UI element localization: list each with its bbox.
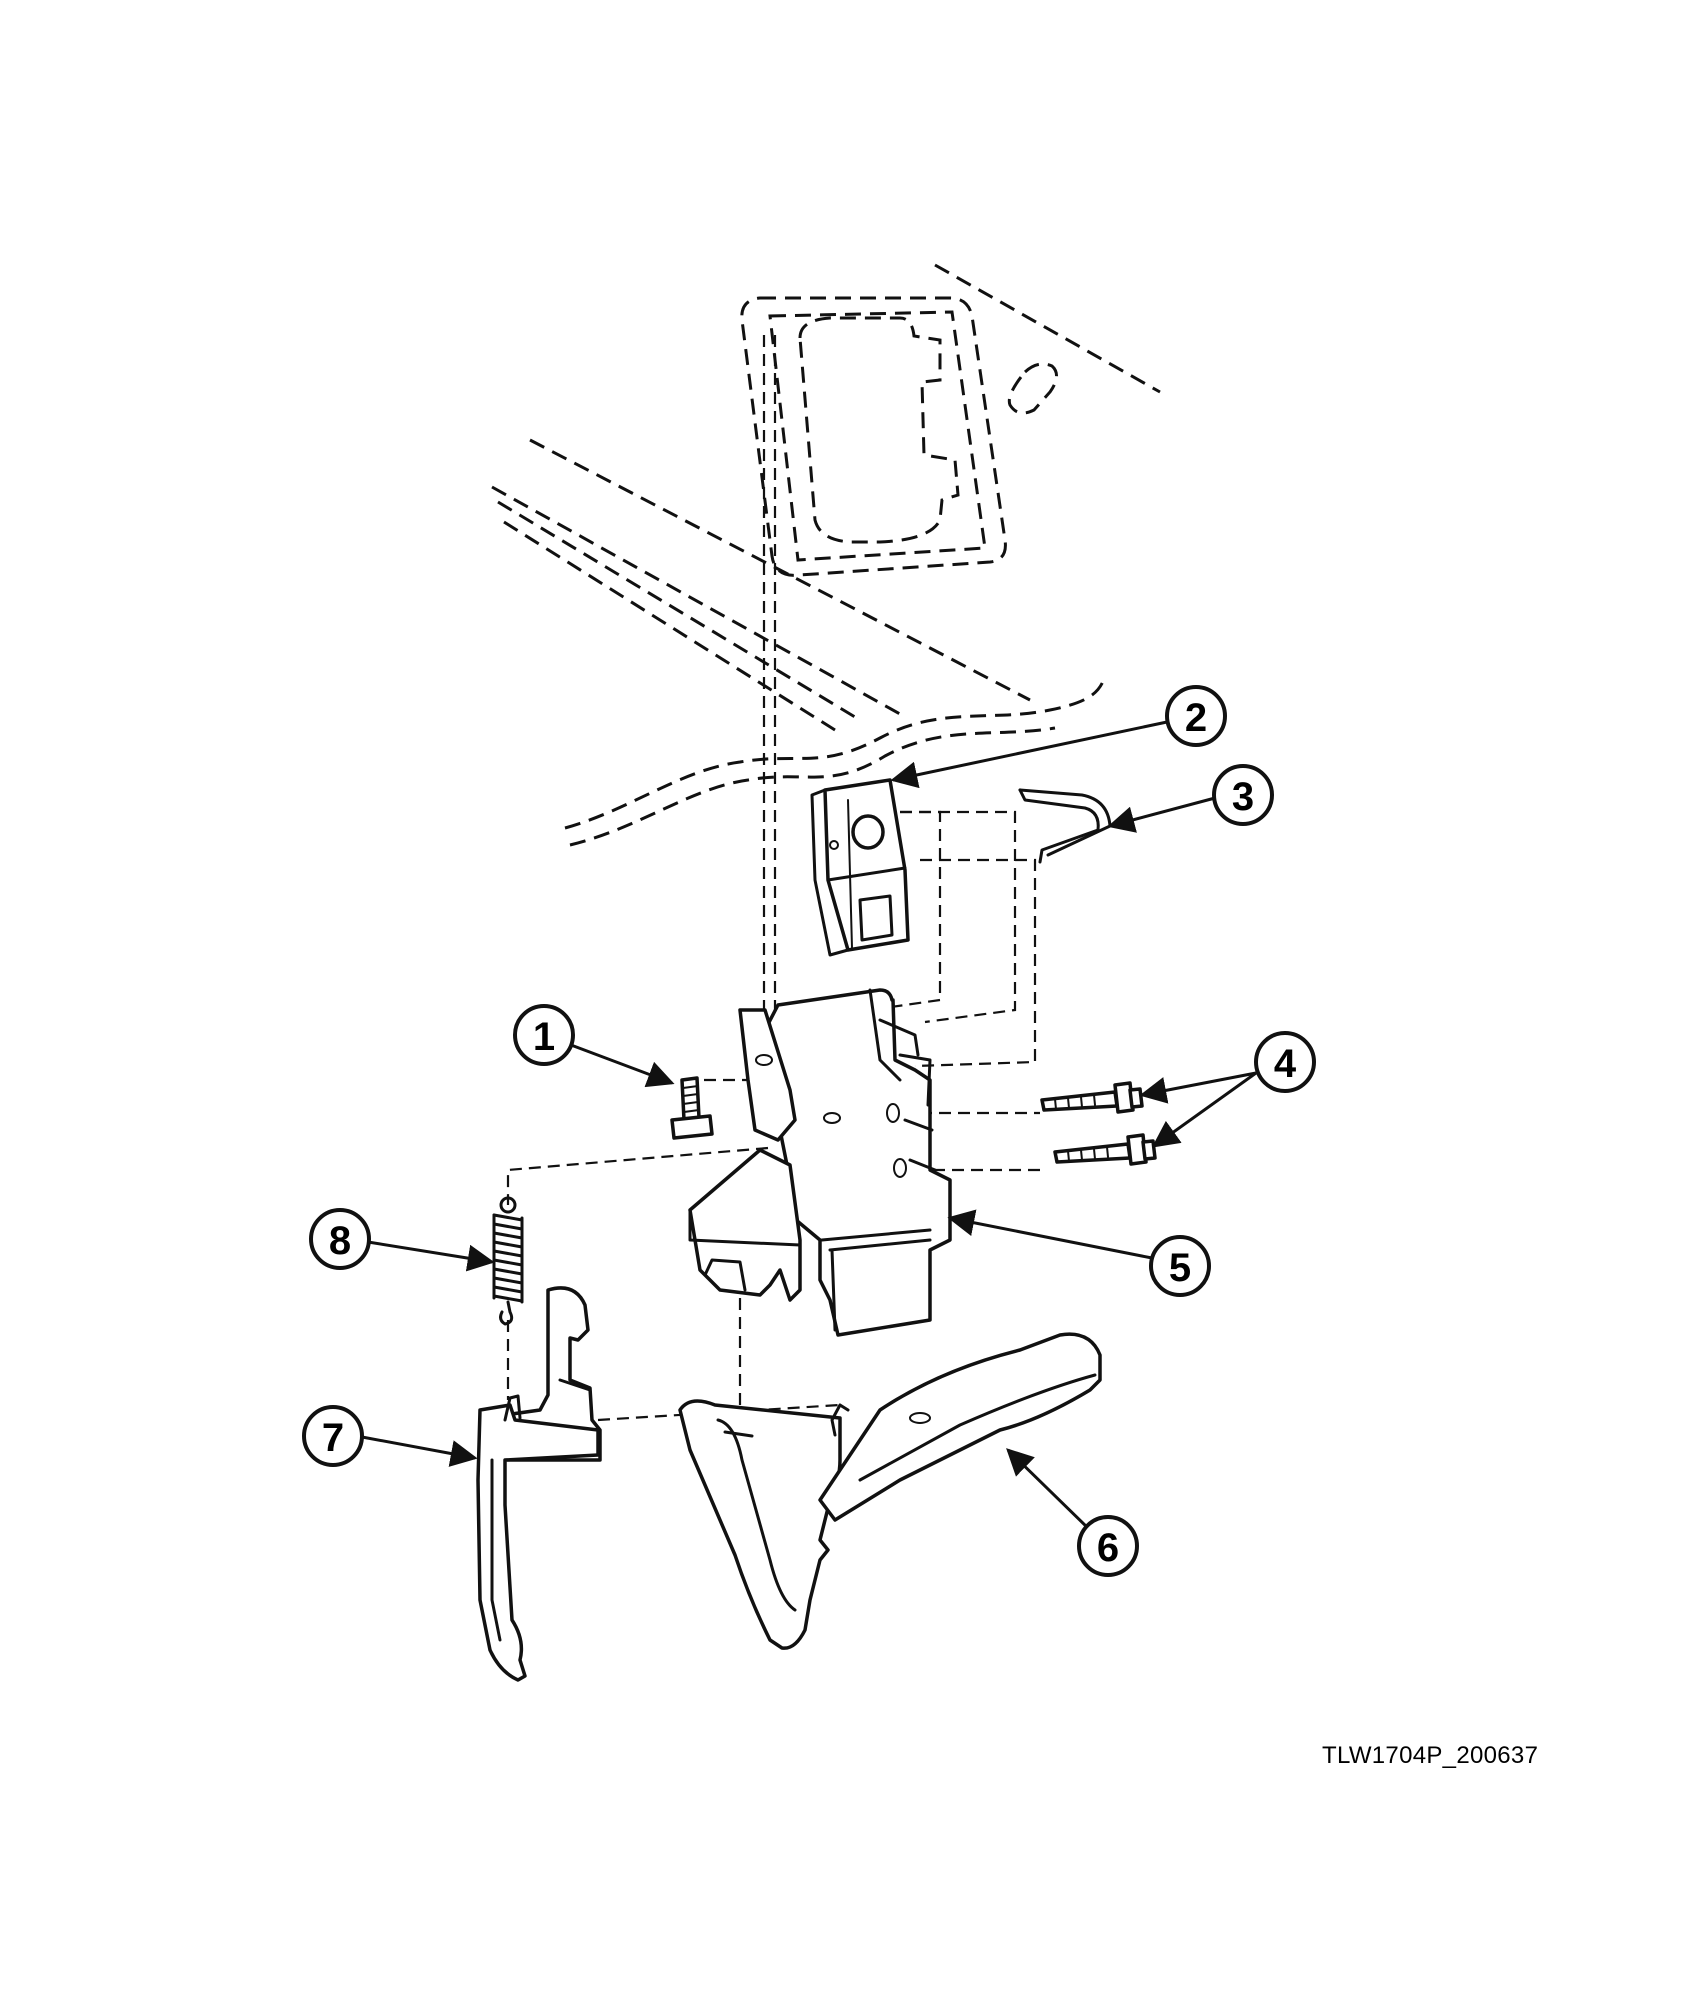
alignment-lines: [506, 335, 1040, 1422]
leader-lines: [361, 720, 1257, 1532]
part-8-spring: [492, 1196, 524, 1326]
phantom-cabinet-outline: [491, 263, 1161, 847]
figure-reference-code: TLW1704P_200637: [1322, 1742, 1539, 1769]
svg-text:4: 4: [1274, 1042, 1297, 1086]
part-2-actuator-block: [810, 778, 910, 957]
callout-8: 8: [309, 1208, 371, 1270]
callout-6: 6: [1077, 1515, 1139, 1577]
svg-text:6: 6: [1097, 1526, 1119, 1570]
svg-text:8: 8: [329, 1219, 351, 1263]
svg-text:7: 7: [322, 1416, 344, 1460]
svg-text:5: 5: [1169, 1246, 1191, 1290]
callout-3: 3: [1212, 764, 1274, 826]
callout-2: 2: [1165, 685, 1227, 747]
callout-1: 1: [513, 1004, 575, 1066]
callout-4: 4: [1254, 1031, 1316, 1093]
callout-5: 5: [1149, 1235, 1211, 1297]
phantom-opening-panel: [740, 296, 1058, 577]
part-4-screws: [1040, 1081, 1157, 1166]
callout-7: 7: [302, 1405, 364, 1467]
part-6-pedal: [678, 1332, 1102, 1650]
part-1-screw: [670, 1076, 714, 1140]
part-7-lever: [476, 1286, 602, 1682]
part-5-bracket: [688, 988, 952, 1337]
svg-text:1: 1: [533, 1015, 555, 1059]
part-3-spring-clip: [1018, 788, 1112, 864]
svg-text:3: 3: [1232, 775, 1254, 819]
svg-text:2: 2: [1185, 696, 1207, 740]
